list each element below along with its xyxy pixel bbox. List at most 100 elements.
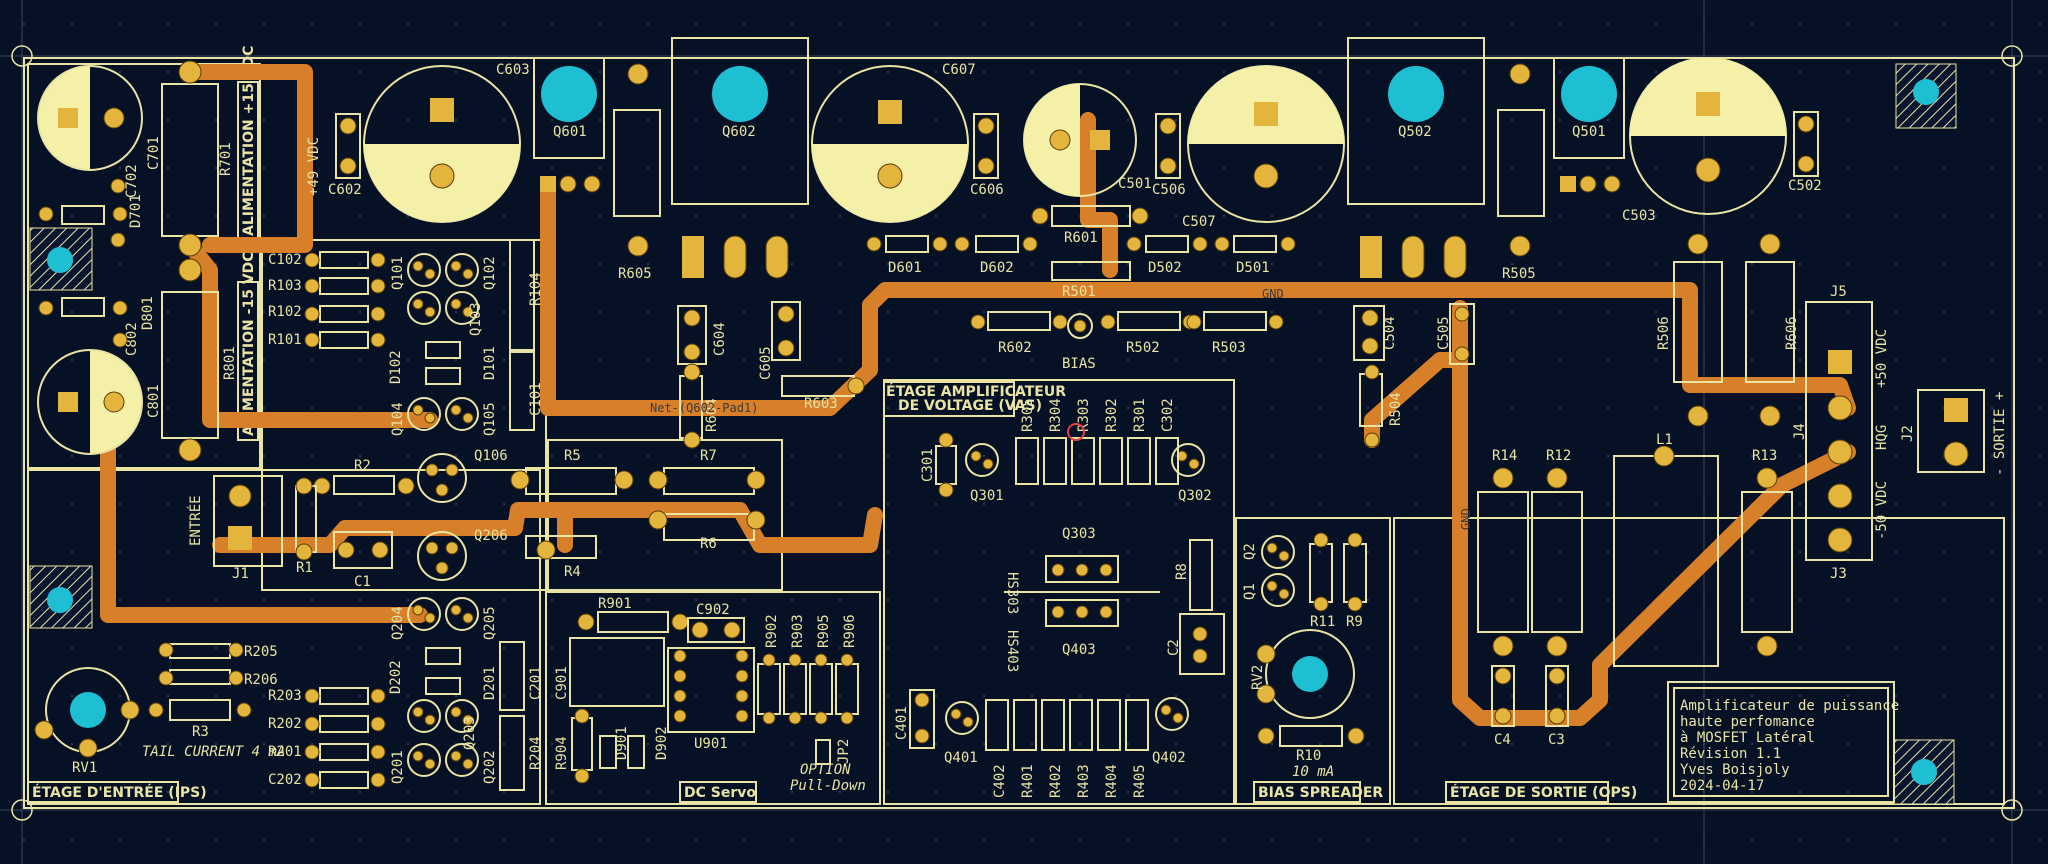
ref-R6: R6: [700, 536, 717, 552]
ref-R10: R10: [1296, 748, 1321, 764]
ref-C502: C502: [1788, 178, 1822, 194]
ref-R205: R205: [244, 644, 278, 660]
title-line-1: Amplificateur de puissance: [1680, 698, 1899, 714]
ref-J3: J3: [1830, 566, 1847, 582]
ref-C506: C506: [1152, 182, 1186, 198]
ref-R103: R103: [268, 278, 302, 294]
section-label-vas-2: DE VOLTAGE (VAS): [898, 398, 1042, 414]
ops-area: C504 C505 R504 R14 R12 L1 R13 C4 C3 GND: [1353, 303, 1955, 805]
ref-J4: J4: [1792, 423, 1808, 440]
ref-R104: R104: [528, 272, 544, 306]
note-minus50: -50 VDC: [1874, 481, 1890, 540]
ref-R4: R4: [564, 564, 581, 580]
ref-C702: C702: [124, 164, 140, 198]
section-label-alim-neg: ALIMENTATION -15 VDC: [241, 251, 257, 436]
ref-R9: R9: [1346, 614, 1363, 630]
ref-Q401: Q401: [944, 750, 978, 766]
ref-D801: D801: [140, 296, 156, 330]
ref-C701: C701: [146, 136, 162, 170]
ref-C101: C101: [528, 382, 544, 416]
ref-C606: C606: [970, 182, 1004, 198]
ref-Q202: Q202: [482, 750, 498, 784]
ref-Q205: Q205: [482, 606, 498, 640]
ref-Q602: Q602: [722, 124, 756, 140]
ref-R903: R903: [790, 614, 806, 648]
section-label-bias-spreader: BIAS SPREADER: [1258, 785, 1383, 801]
ref-Q301: Q301: [970, 488, 1004, 504]
ref-R604: R604: [704, 398, 720, 432]
net-gnd-ops: GND: [1459, 508, 1473, 530]
ref-D202: D202: [388, 660, 404, 694]
ref-C302: C302: [1160, 398, 1176, 432]
title-line-2: haute perfomance: [1680, 714, 1815, 730]
ref-R303: R303: [1076, 398, 1092, 432]
mid-components: C604 C605 R604 R603 Net-(Q602-Pad1) R602…: [650, 287, 1284, 449]
corner-markers: [11, 45, 2023, 821]
ref-C504: C504: [1382, 316, 1398, 350]
ref-D501: D501: [1236, 260, 1270, 276]
note-hqg: HQG: [1874, 425, 1890, 450]
ref-R606: R606: [1784, 316, 1800, 350]
board-outline: [23, 57, 2015, 809]
ref-R302: R302: [1104, 398, 1120, 432]
title-line-6: 2024-04-17: [1680, 778, 1764, 794]
ref-Q502: Q502: [1398, 124, 1432, 140]
ref-J2: J2: [1900, 425, 1916, 442]
ref-D502: D502: [1148, 260, 1182, 276]
ref-JP2: JP2: [836, 739, 852, 764]
note-bias: BIAS: [1062, 356, 1096, 372]
note-sortie: - SORTIE +: [1992, 392, 2008, 476]
ref-C2: C2: [1166, 639, 1182, 656]
ref-D902: D902: [654, 726, 670, 760]
ref-R502: R502: [1126, 340, 1160, 356]
output-connectors: R506 R606 J5 J3 J4 +50 VDC HQG -50 VDC J…: [1656, 233, 2008, 582]
ref-L1: L1: [1656, 432, 1673, 448]
note-tail-current: TAIL CURRENT 4 mA: [142, 744, 285, 760]
ref-R504: R504: [1388, 392, 1404, 426]
ref-C501: C501: [1118, 176, 1152, 192]
ref-R905: R905: [816, 614, 832, 648]
ref-R605: R605: [618, 266, 652, 282]
ref-J1: J1: [232, 566, 249, 582]
ref-Q303: Q303: [1062, 526, 1096, 542]
ref-Q104: Q104: [390, 402, 406, 436]
ref-D601: D601: [888, 260, 922, 276]
ref-D901: D901: [614, 726, 630, 760]
ref-C602: C602: [328, 182, 362, 198]
ref-R101: R101: [268, 332, 302, 348]
section-label-alim-pos: ALIMENTATION +15 VDC: [241, 46, 257, 236]
ref-R902: R902: [764, 614, 780, 648]
ref-C503: C503: [1622, 208, 1656, 224]
ref-C4: C4: [1494, 732, 1511, 748]
ref-Q106: Q106: [474, 448, 508, 464]
ref-R403: R403: [1076, 764, 1092, 798]
ref-R602: R602: [998, 340, 1032, 356]
title-block: Amplificateur de puissance haute perfoma…: [1667, 681, 1899, 803]
top-row: +49 VDC C603 C602 Q601 R605 Q602 C607: [306, 37, 1957, 300]
ref-R601: R601: [1064, 230, 1098, 246]
ref-R506: R506: [1656, 316, 1672, 350]
ref-R401: R401: [1020, 764, 1036, 798]
ref-C301: C301: [920, 448, 936, 482]
title-line-3: à MOSFET Latéral: [1680, 730, 1815, 746]
ref-Q101: Q101: [390, 256, 406, 290]
net-label-q602: Net-(Q602-Pad1): [650, 401, 758, 415]
ref-R304: R304: [1048, 398, 1064, 432]
ref-C802: C802: [124, 322, 140, 356]
bias-spreader-area: Q2 Q1 R11 R9 RV2 R10 10 mA: [1242, 532, 1367, 780]
ref-Q103: Q103: [468, 302, 484, 336]
ref-R2: R2: [354, 458, 371, 474]
ref-Q403: Q403: [1062, 642, 1096, 658]
ref-R505: R505: [1502, 266, 1536, 282]
ref-C801: C801: [146, 384, 162, 418]
ref-Q302: Q302: [1178, 488, 1212, 504]
section-label-dc-servo: DC Servo: [684, 785, 756, 801]
ref-C605: C605: [758, 346, 774, 380]
ref-Q501: Q501: [1572, 124, 1606, 140]
ref-C603: C603: [496, 62, 530, 78]
ref-R701: R701: [218, 142, 234, 176]
ref-C607: C607: [942, 62, 976, 78]
net-gnd-top: GND: [1262, 287, 1284, 301]
power-supply: C701 R701 D701 C702 D801 C802 C801 R801: [29, 60, 238, 629]
